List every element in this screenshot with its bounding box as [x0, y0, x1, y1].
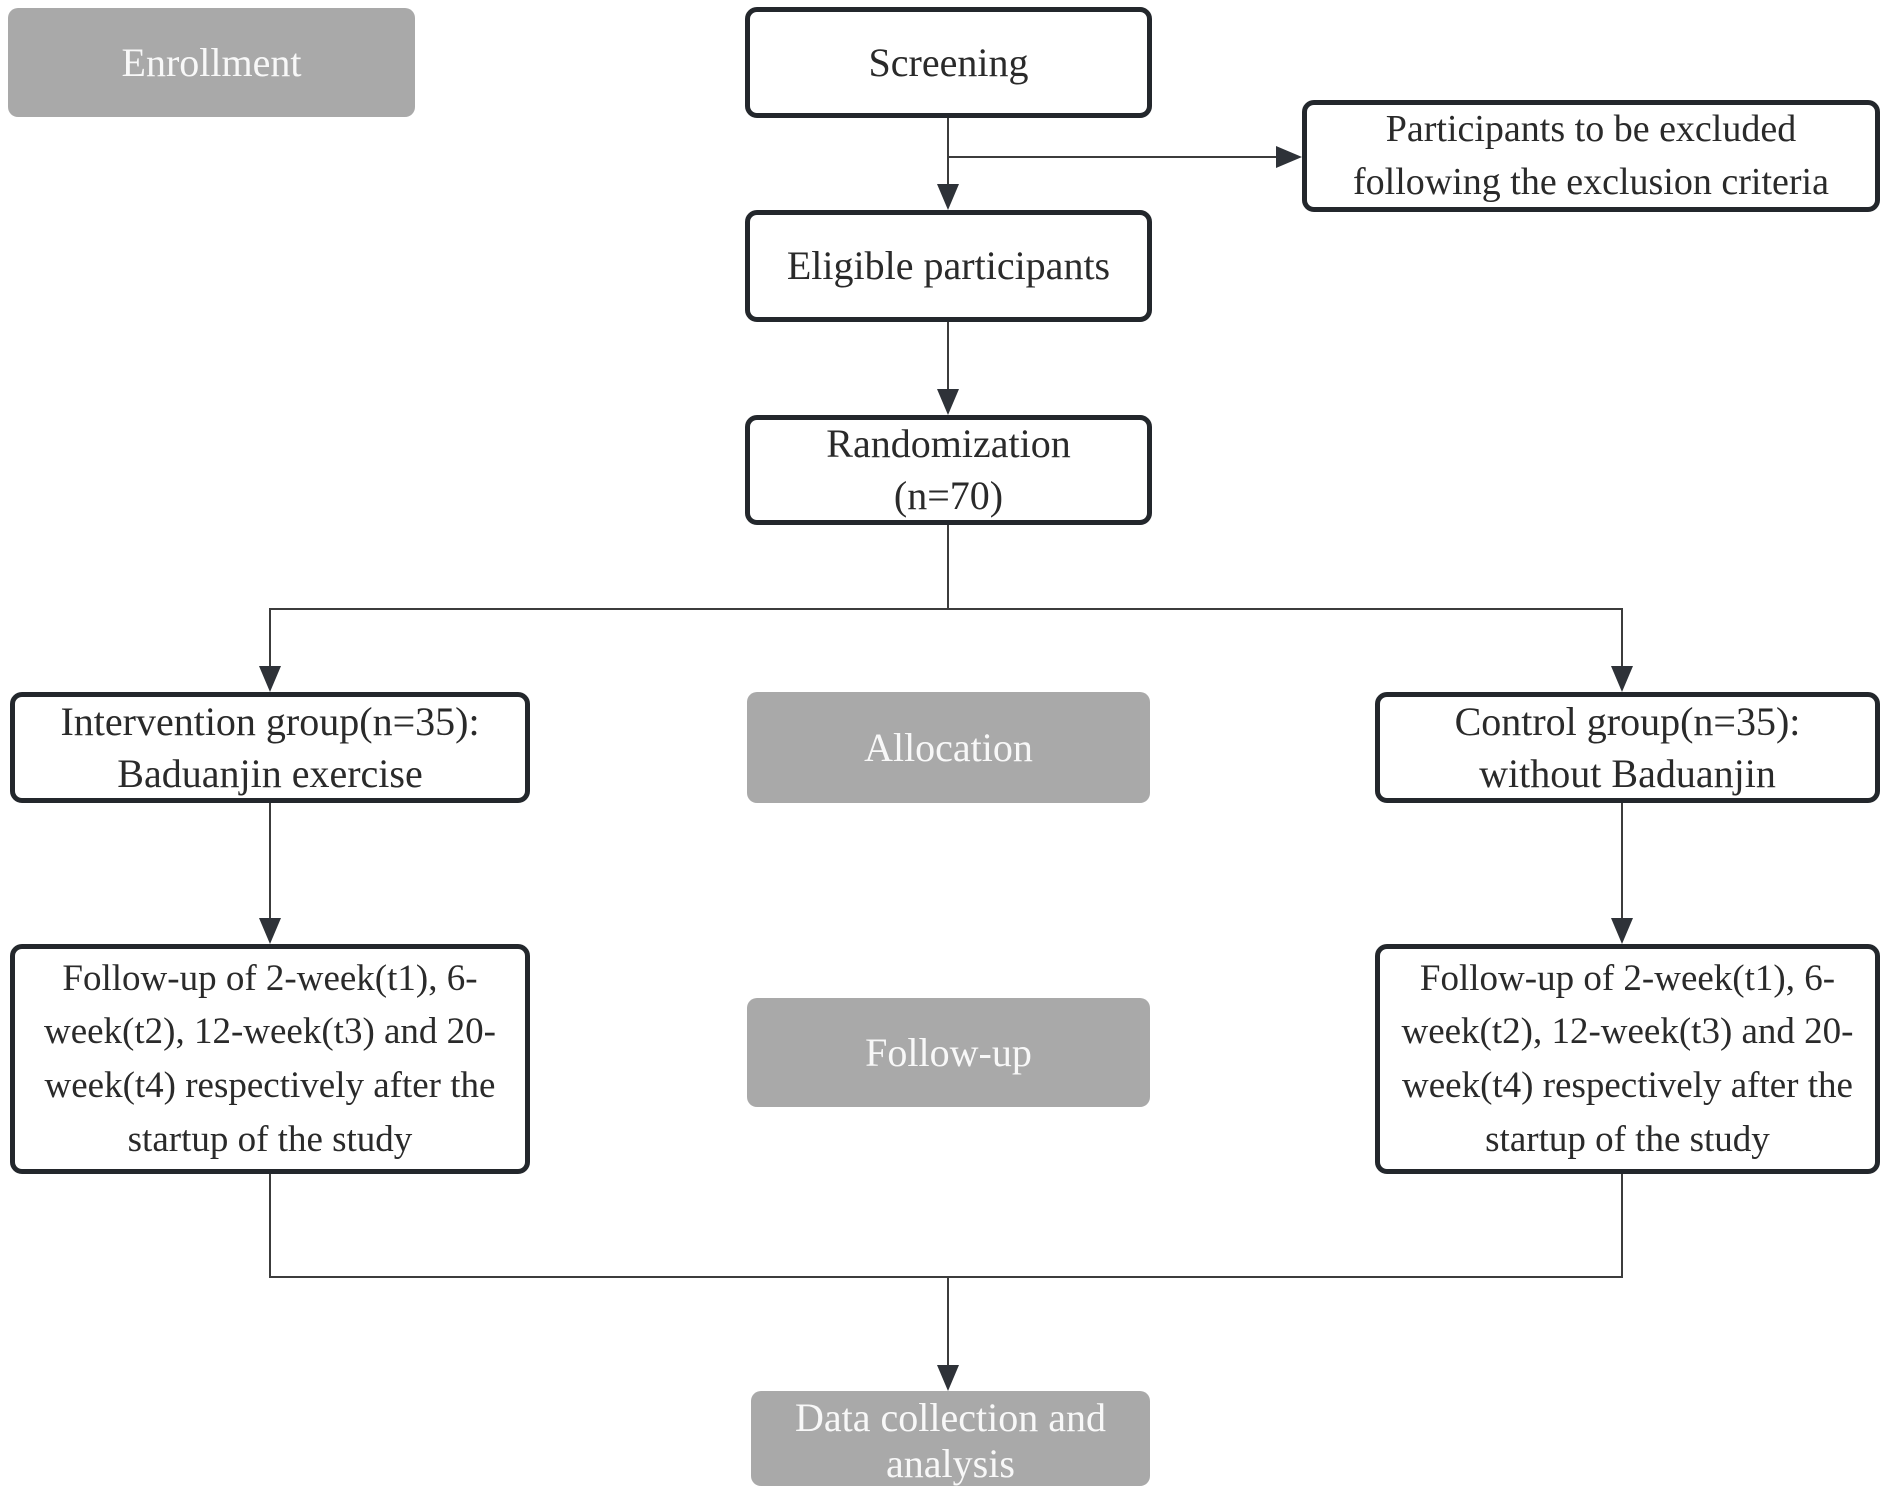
edge-split-bar: [269, 608, 1623, 610]
data-collection-box: Data collection and analysis: [751, 1391, 1150, 1486]
edge-randomization-to-split: [947, 525, 949, 609]
edge-split-to-intervention: [269, 608, 271, 670]
edge-followup-left-to-merge: [269, 1174, 271, 1278]
enrollment-stage-box: Enrollment: [8, 8, 415, 117]
eligible-participants-box: Eligible participants: [745, 210, 1152, 322]
randomization-box: Randomization (n=70): [745, 415, 1152, 525]
edge-merge-bar: [269, 1276, 1623, 1278]
arrowhead-split-to-intervention: [259, 666, 281, 692]
arrowhead-screening-to-eligible: [937, 184, 959, 210]
edge-split-to-control: [1621, 608, 1623, 670]
allocation-stage-box: Allocation: [747, 692, 1150, 803]
edge-screening-to-eligible: [947, 118, 949, 190]
followup-left-box: Follow-up of 2-week(t1), 6- week(t2), 12…: [10, 944, 530, 1174]
screening-box: Screening: [745, 7, 1152, 118]
edge-intervention-to-followup: [269, 803, 271, 920]
control-group-box: Control group(n=35): without Baduanjin: [1375, 692, 1880, 803]
arrowhead-eligible-to-randomization: [937, 389, 959, 415]
arrowhead-control-to-followup: [1611, 918, 1633, 944]
edge-control-to-followup: [1621, 803, 1623, 920]
edge-eligible-to-randomization: [947, 322, 949, 392]
arrowhead-merge-to-data-collection: [937, 1365, 959, 1391]
edge-screening-to-excluded: [947, 156, 1279, 158]
followup-right-box: Follow-up of 2-week(t1), 6- week(t2), 12…: [1375, 944, 1880, 1174]
edge-merge-to-data-collection: [947, 1276, 949, 1368]
intervention-group-box: Intervention group(n=35): Baduanjin exer…: [10, 692, 530, 803]
arrowhead-screening-to-excluded: [1276, 146, 1302, 168]
arrowhead-intervention-to-followup: [259, 918, 281, 944]
followup-stage-box: Follow-up: [747, 998, 1150, 1107]
arrowhead-split-to-control: [1611, 666, 1633, 692]
excluded-participants-box: Participants to be excluded following th…: [1302, 100, 1880, 212]
edge-followup-right-to-merge: [1621, 1174, 1623, 1278]
